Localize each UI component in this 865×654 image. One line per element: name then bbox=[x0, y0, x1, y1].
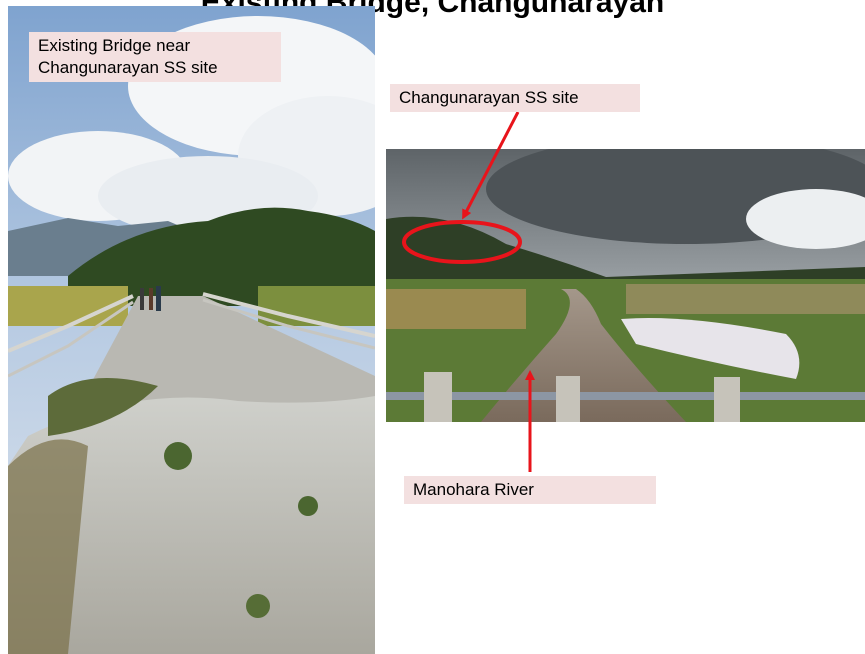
site-label-text: Changunarayan SS site bbox=[399, 88, 579, 107]
bridge-label-text: Existing Bridge near Changunarayan SS si… bbox=[38, 36, 218, 77]
river-photo bbox=[386, 149, 865, 422]
river-label: Manohara River bbox=[404, 476, 656, 504]
river-label-text: Manohara River bbox=[413, 480, 534, 499]
site-arrow bbox=[462, 111, 520, 220]
site-label: Changunarayan SS site bbox=[390, 84, 640, 112]
bridge-label: Existing Bridge near Changunarayan SS si… bbox=[29, 32, 281, 82]
site-highlight-ellipse bbox=[402, 220, 522, 264]
